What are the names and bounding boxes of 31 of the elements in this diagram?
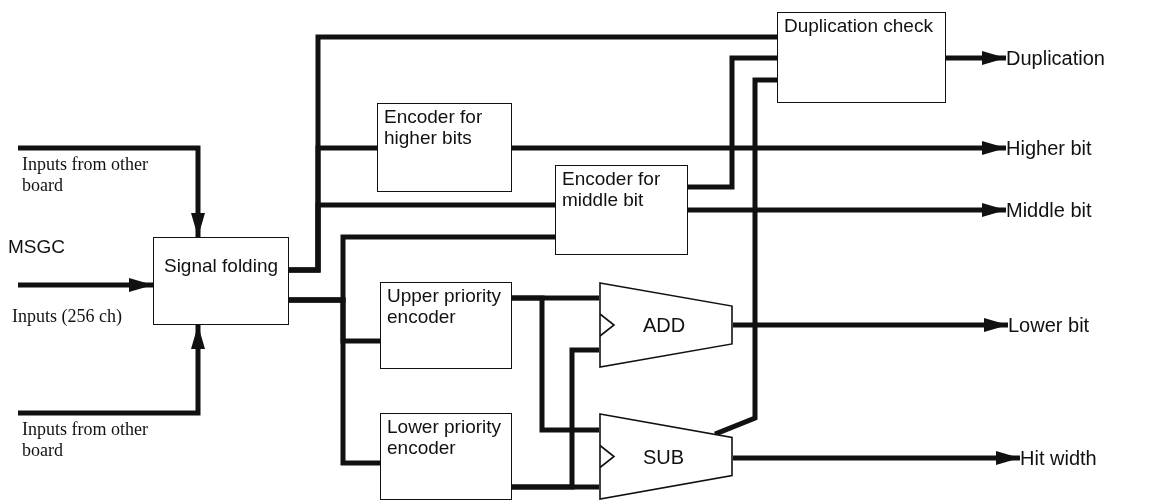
connector-line bbox=[512, 484, 599, 490]
annotation-text: Inputs (256 ch) bbox=[12, 306, 122, 327]
arrow bbox=[733, 318, 1008, 332]
output-label: Middle bit bbox=[1006, 195, 1136, 225]
connector-line bbox=[512, 295, 599, 433]
process-box: Encoder for higher bits bbox=[377, 103, 512, 192]
arithmetic-unit-shape: SUB bbox=[599, 413, 733, 500]
output-label: Hit width bbox=[1020, 443, 1140, 473]
process-box: Encoder for middle bit bbox=[555, 165, 688, 255]
arrow bbox=[733, 451, 1020, 465]
arrow bbox=[18, 145, 205, 237]
output-label: Duplication bbox=[1006, 43, 1146, 73]
input-note: Inputs from other board bbox=[18, 413, 168, 471]
arrow bbox=[688, 203, 1006, 217]
arrow bbox=[946, 51, 1006, 65]
process-box: Upper priority encoder bbox=[380, 282, 512, 369]
output-label: Higher bit bbox=[1006, 133, 1136, 163]
output-label: Lower bit bbox=[1008, 310, 1128, 340]
arrow bbox=[512, 141, 1006, 155]
arithmetic-unit-shape: ADD bbox=[599, 282, 733, 368]
process-box: Duplication check bbox=[777, 12, 946, 103]
process-box: Signal folding bbox=[153, 237, 289, 325]
connector-line bbox=[714, 77, 777, 437]
connector-line bbox=[289, 297, 380, 466]
connector-line bbox=[688, 55, 777, 190]
arrow bbox=[18, 325, 205, 416]
arrow bbox=[18, 278, 153, 292]
process-box: Lower priority encoder bbox=[380, 413, 512, 500]
input-note: Inputs from other board bbox=[18, 148, 158, 206]
connector-line bbox=[289, 202, 555, 273]
annotation-text: MSGC bbox=[8, 236, 66, 258]
